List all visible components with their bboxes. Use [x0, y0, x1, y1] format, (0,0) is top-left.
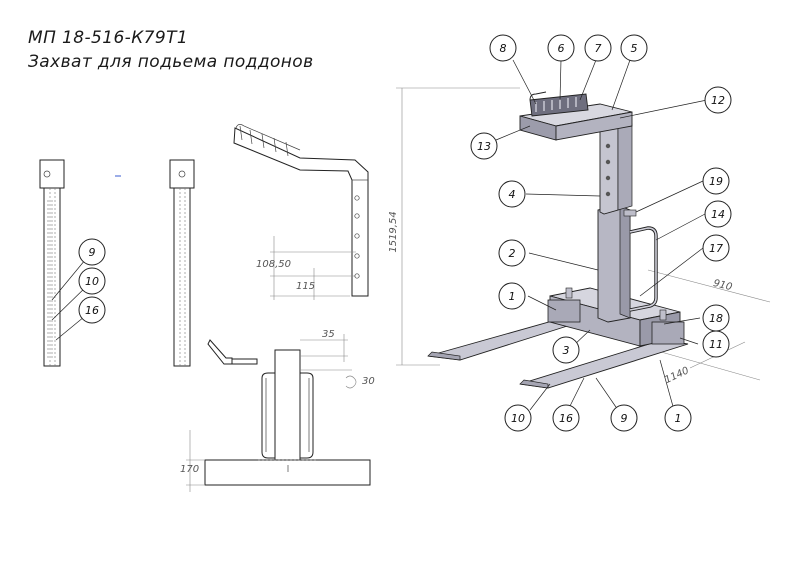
balloon-18-label: 18 — [709, 312, 723, 325]
balloon-17-label: 17 — [709, 242, 723, 255]
balloon-14-label: 14 — [711, 208, 725, 221]
balloon-5: 5 — [620, 34, 648, 62]
balloon-16-side: 16 — [78, 296, 106, 324]
drawing-code: МП 18-516-К79Т1 — [28, 28, 189, 48]
front-view — [186, 334, 371, 492]
balloon-3-label: 3 — [563, 344, 570, 357]
balloon-14: 14 — [704, 200, 732, 228]
balloon-9-iso: 9 — [610, 404, 638, 432]
fork-side-view-left — [39, 159, 65, 367]
balloon-12-label: 12 — [711, 94, 725, 107]
balloon-16-side-label: 16 — [85, 304, 99, 317]
balloon-9-iso-label: 9 — [621, 412, 628, 425]
balloon-2: 2 — [498, 239, 526, 267]
dim-1140: 1140 — [663, 365, 691, 386]
balloon-1-lower: 1 — [664, 404, 692, 432]
balloon-17: 17 — [702, 234, 730, 262]
balloon-10-side: 10 — [78, 267, 106, 295]
balloon-7: 7 — [584, 34, 612, 62]
balloon-19-label: 19 — [709, 175, 723, 188]
balloon-9-side-label: 9 — [89, 246, 96, 259]
balloon-3: 3 — [552, 336, 580, 364]
balloon-1-lower-label: 1 — [675, 412, 682, 425]
drawing-name: Захват для подьема поддонов — [28, 52, 314, 72]
dim-115: 115 — [296, 281, 315, 292]
isometric-view — [396, 87, 771, 389]
dim-30: 30 — [362, 376, 375, 387]
dim-35: 35 — [322, 329, 335, 340]
balloon-8-label: 8 — [500, 42, 507, 55]
balloon-10-iso: 10 — [504, 404, 532, 432]
balloon-19: 19 — [702, 167, 730, 195]
balloon-10-iso-label: 10 — [511, 412, 525, 425]
balloon-4-label: 4 — [509, 188, 516, 201]
balloon-1-upper: 1 — [498, 282, 526, 310]
balloon-16-iso: 16 — [552, 404, 580, 432]
balloon-1-upper-label: 1 — [509, 290, 516, 303]
fork-side-view-2 — [169, 159, 195, 367]
dim-170: 170 — [180, 464, 199, 475]
dim-108: 108,50 — [256, 259, 291, 270]
balloon-9-side: 9 — [78, 238, 106, 266]
balloon-13-label: 13 — [477, 140, 491, 153]
balloon-13: 13 — [470, 132, 498, 160]
balloon-11-label: 11 — [709, 338, 723, 351]
balloon-5-label: 5 — [631, 42, 638, 55]
upright-side-view — [233, 124, 369, 300]
balloon-6-label: 6 — [558, 42, 565, 55]
balloon-7-label: 7 — [595, 42, 602, 55]
balloon-8: 8 — [489, 34, 517, 62]
dim-height: 1519,54 — [388, 211, 399, 252]
balloon-11: 11 — [702, 330, 730, 358]
balloon-18: 18 — [702, 304, 730, 332]
balloon-10-side-label: 10 — [85, 275, 99, 288]
balloon-2-label: 2 — [509, 247, 516, 260]
balloon-16-iso-label: 16 — [559, 412, 573, 425]
leader-lines — [51, 59, 708, 411]
balloon-4: 4 — [498, 180, 526, 208]
balloon-12: 12 — [704, 86, 732, 114]
dim-910: 910 — [712, 278, 733, 293]
balloon-6: 6 — [547, 34, 575, 62]
